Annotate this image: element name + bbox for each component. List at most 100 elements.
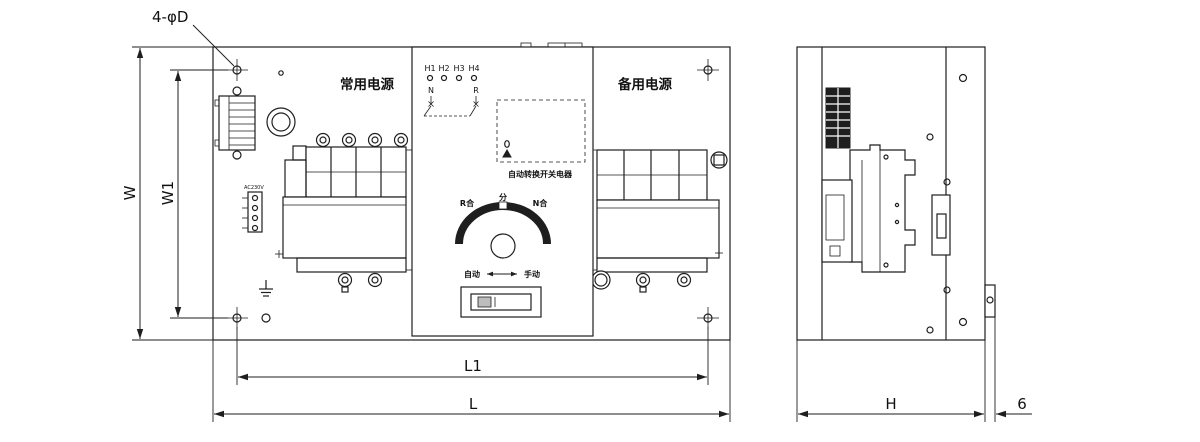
dial-label-off: 分 bbox=[499, 192, 507, 202]
breaker-profile-rivet bbox=[894, 202, 900, 208]
breaker-terminal-screw bbox=[315, 132, 331, 148]
breaker-bottom-screw bbox=[337, 272, 353, 293]
schematic-r-cross bbox=[473, 101, 479, 107]
breaker-terminal-screw bbox=[367, 132, 383, 148]
cable-gland bbox=[266, 107, 296, 137]
breaker-profile-outline bbox=[849, 144, 916, 273]
screw-head bbox=[676, 272, 692, 288]
side-screw bbox=[926, 133, 934, 141]
mounting-hole bbox=[226, 307, 248, 329]
side-screw bbox=[943, 286, 951, 294]
hole-callout-label: 4-φD bbox=[152, 8, 188, 26]
breaker-profile-tab bbox=[829, 245, 841, 257]
backup-power-breaker bbox=[591, 149, 728, 293]
backup-power-label: 备用电源 bbox=[617, 76, 672, 93]
ground-icon bbox=[259, 280, 273, 297]
screw-slot bbox=[345, 136, 353, 144]
breaker-hex-screw bbox=[710, 151, 728, 169]
indicator-label-h2: H2 bbox=[438, 64, 449, 73]
side-screw bbox=[926, 326, 934, 334]
small-dot bbox=[278, 70, 284, 76]
screw-head bbox=[341, 132, 357, 148]
terminal-strip-hook bbox=[214, 99, 219, 107]
mounting-hole bbox=[697, 307, 719, 329]
side-terminal-stack bbox=[825, 87, 851, 149]
side-screw bbox=[958, 73, 968, 83]
breaker-bottom-screw bbox=[635, 272, 651, 293]
terminal-strip-body bbox=[218, 95, 256, 151]
side-breaker-profile bbox=[821, 144, 916, 273]
breaker-body bbox=[596, 199, 720, 259]
dial-knob bbox=[490, 233, 516, 259]
h-dimension-label: H bbox=[885, 395, 896, 413]
screw-slot bbox=[397, 136, 405, 144]
schematic-n-blade bbox=[423, 105, 432, 117]
breaker-bottom-knob bbox=[591, 270, 611, 290]
terminal-strip-screw bbox=[232, 150, 242, 160]
knob-inner bbox=[594, 273, 608, 287]
breaker-bottom-screw bbox=[676, 272, 692, 288]
breaker-body bbox=[282, 196, 407, 259]
side-mounting-bracket bbox=[984, 284, 996, 318]
screw-stub bbox=[341, 286, 349, 293]
plus-mark-icon bbox=[715, 249, 723, 257]
breaker-profile-inner bbox=[825, 194, 845, 241]
mode-switch-slot bbox=[470, 293, 532, 311]
screw-head bbox=[635, 272, 651, 288]
screw-head bbox=[367, 272, 383, 288]
breaker-profile-rivet bbox=[894, 219, 900, 225]
mode-auto-label: 自动 bbox=[464, 269, 480, 279]
l-dimension-label: L bbox=[469, 395, 478, 413]
hex-screw-head bbox=[710, 151, 728, 169]
breaker-bottom-screw bbox=[367, 272, 383, 288]
mounting-hole bbox=[697, 59, 719, 81]
front-dimensions: 4-φD W W1 L1 L bbox=[121, 8, 731, 422]
controller-triangle-icon bbox=[502, 148, 512, 158]
indicator-lamp bbox=[470, 74, 478, 82]
terminal-strip bbox=[214, 86, 256, 160]
screw-head bbox=[315, 132, 331, 148]
side-view bbox=[796, 46, 996, 341]
dial-label-n-closed: N合 bbox=[533, 198, 549, 208]
flange-dimension-label: 6 bbox=[1017, 395, 1027, 413]
side-screw bbox=[943, 178, 951, 186]
terminal-strip-screw bbox=[232, 86, 242, 96]
controller-window bbox=[496, 99, 586, 163]
cable-gland-inner bbox=[271, 112, 291, 132]
switch-schematic bbox=[423, 96, 479, 117]
screw-slot bbox=[639, 276, 647, 284]
switch-n-label: N bbox=[428, 86, 434, 95]
side-screw bbox=[958, 317, 968, 327]
control-terminal-block bbox=[242, 191, 263, 233]
side-handle-frame bbox=[931, 194, 951, 256]
control-terminal-screw bbox=[251, 214, 259, 222]
terminal-strip-hook bbox=[214, 139, 219, 147]
breaker-terminal-screw bbox=[341, 132, 357, 148]
screw-slot bbox=[341, 276, 349, 284]
screw-stub bbox=[639, 286, 647, 293]
dial-pointer-mark bbox=[498, 201, 508, 210]
control-terminal-screw bbox=[251, 194, 259, 202]
mode-switch bbox=[460, 286, 542, 318]
indicator-lamp bbox=[440, 74, 448, 82]
control-terminal-screw bbox=[251, 204, 259, 212]
front-view: 常用电源 备用电源 AC230V bbox=[212, 42, 731, 341]
w-dimension-label: W bbox=[121, 185, 139, 200]
schematic-r-blade bbox=[469, 105, 477, 117]
side-dimensions: H 6 bbox=[796, 317, 1032, 422]
screw-slot bbox=[371, 136, 379, 144]
mode-switch-slider bbox=[477, 296, 492, 308]
breaker-profile-lower-block bbox=[821, 179, 853, 263]
breaker-profile-rivet bbox=[883, 262, 889, 268]
screw-head bbox=[393, 132, 409, 148]
bracket-screw bbox=[986, 296, 994, 304]
side-housing bbox=[796, 46, 986, 341]
mounting-hole bbox=[226, 59, 248, 81]
l1-dimension-label: L1 bbox=[464, 357, 482, 375]
controller-label: 自动转换开关电器 bbox=[508, 169, 573, 179]
screw-head bbox=[337, 272, 353, 288]
side-handle-grip bbox=[936, 213, 947, 239]
breaker-bottom-block bbox=[596, 257, 708, 273]
mode-switch-frame bbox=[460, 286, 542, 318]
